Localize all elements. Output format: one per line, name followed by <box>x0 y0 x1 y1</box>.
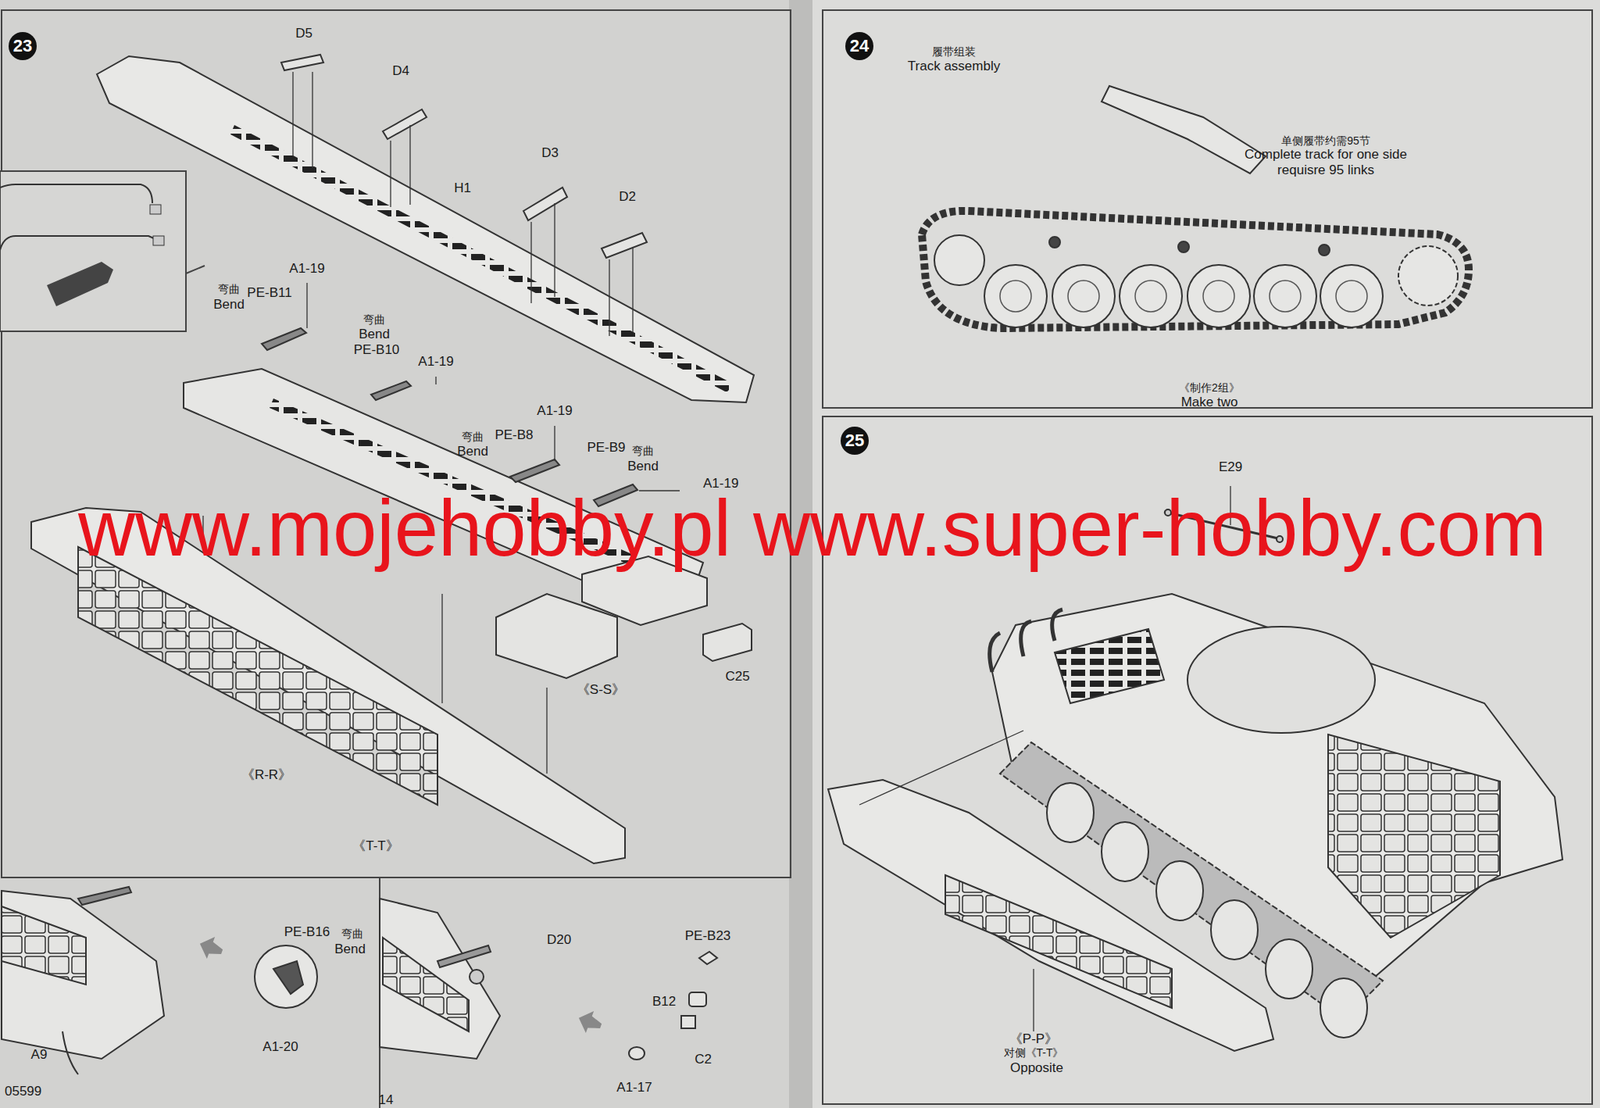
part-label: PE-B10 <box>353 342 400 358</box>
part-label: 《R-R》 <box>241 767 292 783</box>
part-label: D20 <box>546 932 572 948</box>
part-label: D2 <box>618 189 636 205</box>
part-label: A1-20 <box>262 1039 298 1055</box>
part-label: Bend <box>358 326 390 343</box>
part-label: D3 <box>541 145 559 161</box>
part-label: A1-19 <box>289 260 325 277</box>
part-label: D4 <box>392 63 410 79</box>
part-label: Bend <box>457 443 489 460</box>
part-label: D5 <box>295 25 313 42</box>
part-label: Opposite <box>1010 1060 1064 1076</box>
part-label: B12 <box>652 993 676 1010</box>
step-number: 23 <box>8 32 37 61</box>
part-label: Bend <box>213 296 245 313</box>
part-label: 对侧《T-T》 <box>1003 1046 1065 1059</box>
part-label: PE-B8 <box>494 427 533 443</box>
part-label: 弯曲 <box>632 444 654 458</box>
part-label: 《S-S》 <box>576 682 625 698</box>
watermark: www.mojehobby.pl www.super-hobby.com <box>78 482 1547 574</box>
part-label: Complete track for one side requisre 95 … <box>1234 146 1418 178</box>
part-label: 《制作2组》 <box>1178 381 1240 394</box>
part-label: 《T-T》 <box>352 838 400 854</box>
part-label: A9 <box>31 1046 48 1063</box>
part-label: 《P-P》 <box>1009 1031 1058 1047</box>
part-label: Bend <box>334 941 366 958</box>
part-label: 弯曲 <box>217 282 240 296</box>
part-label: Bend <box>627 458 659 475</box>
part-label: 05599 <box>4 1083 42 1100</box>
step-number-text: 23 <box>13 35 33 57</box>
part-label: A1-17 <box>616 1079 652 1096</box>
part-label: 14 <box>378 1092 394 1108</box>
part-label: Make two <box>1181 394 1239 411</box>
part-label: Track assembly <box>907 58 1000 75</box>
part-label: PE-B9 <box>586 439 625 456</box>
part-label: 履带组装 <box>932 45 976 58</box>
part-label: PE-B23 <box>685 928 732 944</box>
part-label: 弯曲 <box>363 313 386 326</box>
part-label: PE-B16 <box>284 924 331 940</box>
part-label: 弯曲 <box>461 430 484 443</box>
step-number-text: 24 <box>850 35 869 57</box>
part-label: 单侧履带约需95节 <box>1281 134 1371 147</box>
part-label: PE-B11 <box>246 285 292 301</box>
part-label: A1-19 <box>536 403 572 419</box>
part-label: H1 <box>453 180 472 197</box>
step-number: 25 <box>840 426 869 455</box>
part-label: 弯曲 <box>341 927 364 940</box>
part-label: C2 <box>694 1051 712 1068</box>
part-label: C25 <box>725 668 750 685</box>
step-number-text: 25 <box>845 430 865 451</box>
step-number: 24 <box>845 32 874 61</box>
part-label: A1-19 <box>417 353 454 370</box>
part-label: E29 <box>1218 459 1243 475</box>
